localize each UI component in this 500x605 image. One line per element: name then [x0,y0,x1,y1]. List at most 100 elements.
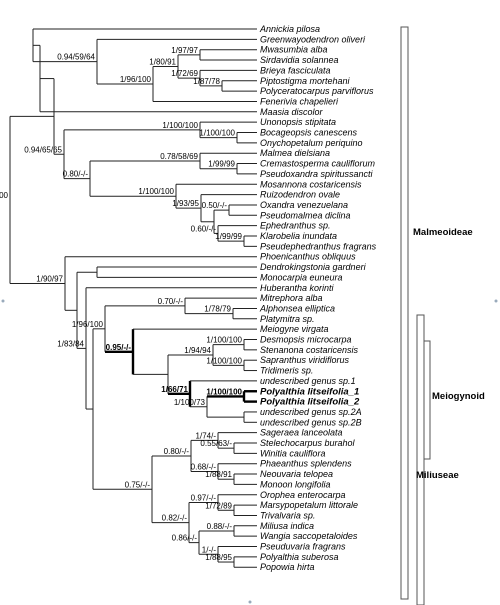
support-value: 1/93/95 [172,199,199,208]
taxon-label: Fenerivia chapelieri [260,96,339,106]
support-value: 1/100/100 [206,356,242,365]
taxon-label: Marsypopetalum littorale [260,500,358,510]
taxon-label: Huberantha korinti [260,283,335,293]
support-value: 0.94/59/64 [57,53,95,62]
taxon-label: Greenwayodendron oliveri [260,34,366,44]
taxon-label: Piptostigma mortehani [260,76,351,86]
support-value: 1/94/94 [184,346,211,355]
support-value: 1/88/91 [205,470,232,479]
taxon-label: undescribed genus sp.2B [260,417,362,427]
taxon-label: Polyalthia litseifolia_1 [260,386,359,397]
taxon-label: Trivalvaria sp. [260,510,315,520]
taxon-label: Ephedranthus sp. [260,221,331,231]
miliuseae-bar [416,314,425,605]
support-value: 1/90/97 [36,275,63,284]
taxon-label: Mwasumbia alba [260,45,328,55]
support-value: 1/72/69 [171,69,198,78]
support-value: 1/100/73 [174,398,206,407]
support-value: 1/100/100 [206,336,242,345]
taxon-label: Pseudomalmea diclina [260,210,351,220]
support-value: 0.50/-/- [202,201,228,210]
taxon-label: Maasia discolor [260,107,324,117]
malmeoideae-label: Malmeoideae [413,227,473,238]
taxon-label: Monoon longifolia [260,479,331,489]
support-value: 1/100/100 [206,387,242,396]
taxon-label: Meiogyne virgata [260,324,329,334]
meiogynoid-label: Meiogynoid [432,391,485,402]
taxon-label: Phaeanthus splendens [260,459,352,469]
taxon-label: Orophea enterocarpa [260,490,346,500]
taxon-label: Stenanona costaricensis [260,345,359,355]
taxon-label: Onychopetalum periquino [260,138,363,148]
taxon-label: Dendrokingstonia gardneri [260,262,367,272]
support-value: 1/78/79 [204,305,231,314]
miliuseae-label: Miliuseae [416,470,459,481]
taxon-label: Bocageopsis canescens [260,128,358,138]
taxon-label: Neouvaria telopea [260,469,333,479]
taxon-label: Winitia cauliflora [260,448,325,458]
taxon-label: Pseuduvaria fragrans [260,542,346,552]
support-value: 1/80/91 [149,58,176,67]
taxon-label: Sageraea lanceolata [260,428,343,438]
support-value: 0.88/-/- [207,522,233,531]
support-value: 1/100/100 [138,187,174,196]
support-value: 1/96/100 [120,75,152,84]
taxon-label: Stelechocarpus burahol [260,438,356,448]
support-value: 0.80/-/- [164,447,190,456]
taxon-label: Sirdavidia solannea [260,55,339,65]
malmeoideae-bar [400,26,409,600]
edge-marker-bottom [248,600,252,604]
edge-marker-right [494,299,498,303]
support-value: 0.97/-/- [191,494,217,503]
tree-branches [9,28,257,568]
taxon-label: Klarobelia inundata [260,231,337,241]
support-value: 1/83/84 [57,339,84,348]
taxon-label: Sapranthus viridiflorus [260,355,350,365]
taxon-label: Phoenicanthus obliquus [260,252,356,262]
support-value: 0.78/58/69 [160,152,198,161]
support-value: 0.95/-/- [106,343,132,352]
taxon-label: Platymitra sp. [260,314,315,324]
support-values: 1/97/97 1/87/781/72/69 1/80/91 1/96/100 0.94… [0,46,243,562]
taxon-label: Desmopsis microcarpa [260,335,352,345]
support-value: 1/97/97 [171,46,198,55]
taxon-label: Polyalthia suberosa [260,552,339,562]
support-value: 0.80/-/- [63,170,89,179]
taxon-label: Popowia hirta [260,562,315,572]
taxon-label: Malmea dielsiana [260,148,330,158]
taxon-label: Monocarpia euneura [260,272,343,282]
support-value: 1/66/71 [161,385,188,394]
taxon-label: Mosannona costaricensis [260,179,362,189]
support-value: 1/-/- [202,545,217,554]
taxon-label: Unonopsis stipitata [260,117,336,127]
taxon-label: Pseudephedranthus fragrans [260,241,377,251]
support-value: 0.82/-/- [162,514,188,523]
support-value: 0.70/-/- [158,297,184,306]
taxon-label: Oxandra venezuelana [260,200,348,210]
edge-marker-left [1,299,5,303]
support-value: 1/99/99 [208,160,235,169]
support-value: 1/87/78 [193,77,220,86]
taxon-label: Polyceratocarpus parviflorus [260,86,374,96]
taxon-label: Pseudoxandra spiritussancti [260,169,374,179]
support-value: 0.68/-/- [191,462,217,471]
edge-markers [1,299,498,604]
taxon-label: Cremastosperma cauliflorum [260,159,376,169]
support-value: 1/99/100 [0,191,9,200]
support-value: 0.60/-/- [191,224,217,233]
support-value: 1/96/100 [72,320,104,329]
taxon-label: Wangia saccopetaloides [260,531,358,541]
support-value: 0.75/-/- [125,480,151,489]
clade-bars: Malmeoideae Meiogynoid Miliuseae [400,26,485,605]
taxon-label: Brieya fasciculata [260,65,331,75]
support-value: 0.86/-/- [172,534,198,543]
taxon-label: Polyalthia litseifolia_2 [260,397,360,408]
support-value: 1/99/99 [215,232,242,241]
taxon-label: Annickia pilosa [259,24,320,34]
taxon-label: Mitrephora alba [260,293,323,303]
support-value: 1/72/89 [205,501,232,510]
support-value: 0.55/63/- [200,439,232,448]
taxon-label: Tridimeris sp. [260,366,313,376]
